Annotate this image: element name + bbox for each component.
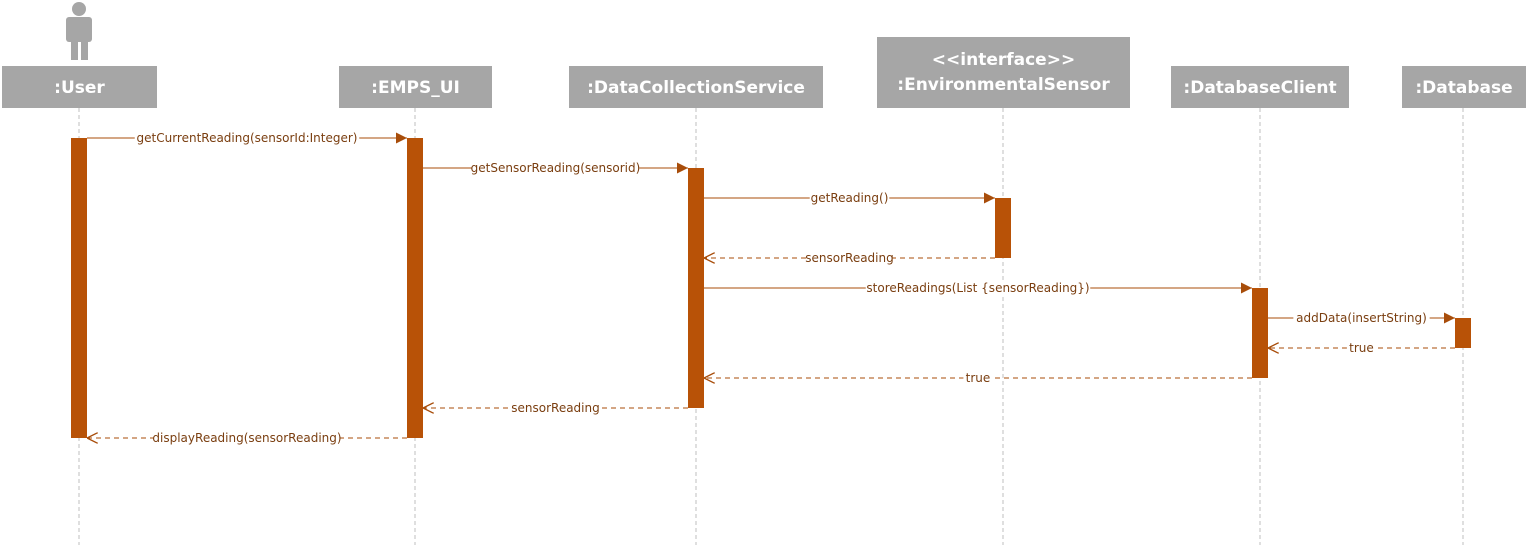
message-6: addData(insertString) bbox=[1268, 310, 1455, 325]
participant-box bbox=[1402, 66, 1526, 108]
participant-dcs: :DataCollectionService bbox=[569, 66, 823, 108]
message-label: sensorReading bbox=[805, 251, 893, 265]
message-label: addData(insertString) bbox=[1296, 311, 1427, 325]
message-7: true bbox=[1268, 340, 1455, 355]
message-label-bg bbox=[865, 280, 1091, 295]
message-label: sensorReading bbox=[511, 401, 599, 415]
activation-sensor bbox=[995, 198, 1011, 258]
message-8: true bbox=[704, 370, 1252, 385]
participant-box bbox=[339, 66, 492, 108]
activation-bars bbox=[71, 138, 1471, 438]
participant-label: :DatabaseClient bbox=[1183, 78, 1336, 98]
message-label: true bbox=[966, 371, 991, 385]
message-label: displayReading(sensorReading) bbox=[152, 431, 341, 445]
participant-user: :User bbox=[2, 66, 157, 108]
activation-dcs bbox=[688, 168, 704, 408]
message-1: getCurrentReading(sensorId:Integer) bbox=[87, 130, 407, 145]
messages: getCurrentReading(sensorId:Integer) getSe… bbox=[87, 130, 1455, 445]
activation-dbclient bbox=[1252, 288, 1268, 378]
message-2: getSensorReading(sensorid) bbox=[423, 160, 688, 175]
activation-db bbox=[1455, 318, 1471, 348]
participant-box bbox=[1171, 66, 1349, 108]
message-label: true bbox=[1349, 341, 1374, 355]
message-label: storeReadings(List {sensorReading}) bbox=[866, 281, 1089, 295]
message-4: sensorReading bbox=[704, 250, 995, 265]
participant-label: :EnvironmentalSensor bbox=[897, 75, 1110, 95]
message-label-bg bbox=[471, 160, 640, 175]
participant-label: :EMPS_UI bbox=[371, 78, 460, 98]
message-label: getCurrentReading(sensorId:Integer) bbox=[137, 131, 358, 145]
participant-box bbox=[2, 66, 157, 108]
participant-db: :Database bbox=[1402, 66, 1526, 108]
message-label-bg bbox=[134, 130, 360, 145]
message-5: storeReadings(List {sensorReading}) bbox=[704, 280, 1252, 295]
message-label: getSensorReading(sensorid) bbox=[471, 161, 641, 175]
activation-emps_ui bbox=[407, 138, 423, 438]
participant-sensor: <<interface>> :EnvironmentalSensor bbox=[877, 37, 1130, 108]
participant-dbclient: :DatabaseClient bbox=[1171, 66, 1349, 108]
participant-headers: :User :EMPS_UI :DataCollectionService <<int… bbox=[2, 37, 1526, 108]
message-9: sensorReading bbox=[423, 400, 688, 415]
participant-label: :Database bbox=[1415, 78, 1512, 98]
person-icon bbox=[66, 2, 92, 60]
activation-user bbox=[71, 138, 87, 438]
message-label-bg bbox=[1346, 340, 1377, 355]
message-label-bg bbox=[153, 430, 341, 445]
participant-label: :DataCollectionService bbox=[587, 78, 805, 98]
participant-stereotype: <<interface>> bbox=[932, 50, 1075, 70]
message-label-bg bbox=[806, 250, 893, 265]
participant-emps_ui: :EMPS_UI bbox=[339, 66, 492, 108]
participant-box bbox=[877, 37, 1130, 108]
message-label-bg bbox=[963, 370, 993, 385]
message-label: getReading() bbox=[811, 191, 889, 205]
message-10: displayReading(sensorReading) bbox=[87, 430, 407, 445]
message-3: getReading() bbox=[704, 190, 995, 205]
participant-box bbox=[569, 66, 823, 108]
message-label-bg bbox=[809, 190, 890, 205]
participant-label: :User bbox=[54, 78, 105, 98]
message-label-bg bbox=[512, 400, 599, 415]
message-label-bg bbox=[1293, 310, 1430, 325]
